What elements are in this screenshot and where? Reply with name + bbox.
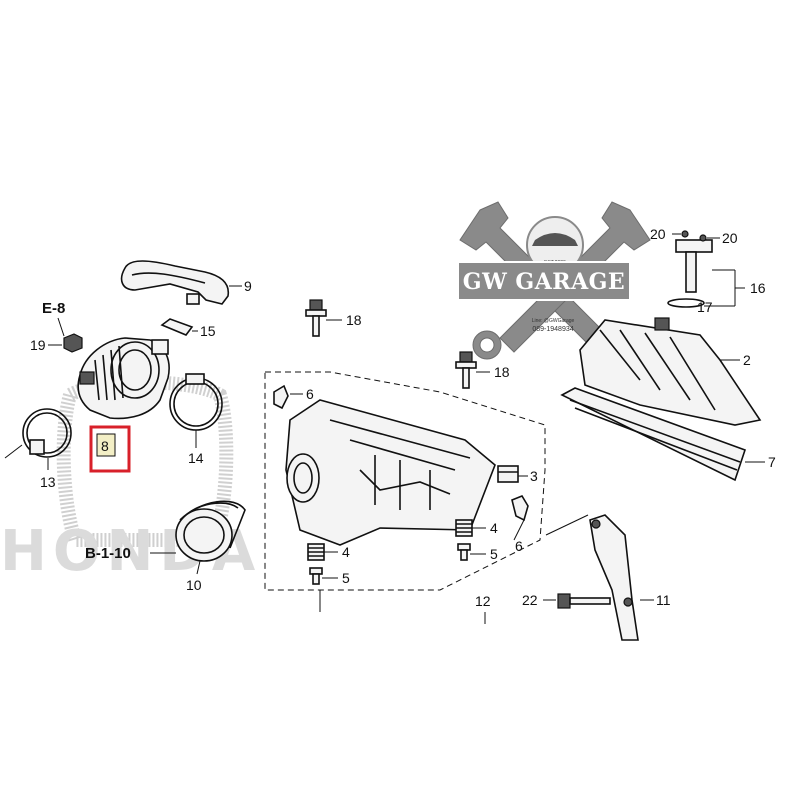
part-3-grommet: 3 [497, 465, 538, 484]
watermark-line-id: Line: @GWGarage [532, 318, 575, 324]
part-13-clamp: 13 [4, 408, 72, 490]
part-18-bolt-left: 18 [305, 299, 362, 337]
part-18-bolt-right: 18 [455, 351, 510, 389]
part-12-air-cleaner-case [285, 399, 496, 546]
watermark-banner [457, 261, 631, 301]
callout-18b: 18 [494, 364, 510, 380]
ref-b110: B-1-10 [85, 545, 131, 562]
watermark-brand: GW GARAGE [463, 269, 625, 295]
callout-22: 22 [522, 592, 538, 608]
callout-4b: 4 [490, 520, 498, 536]
part-8-intake-tube: 8 [77, 337, 170, 473]
part-19-bolt: 19 [30, 333, 83, 353]
callout-8: 8 [101, 438, 109, 454]
part-4-grommet-left: 4 [307, 543, 350, 561]
part-14-clamp: 14 [169, 373, 223, 466]
group-outline [264, 371, 546, 591]
part-6-clip-right: 6 [511, 495, 529, 554]
part-2-air-cleaner-cover: 2 [579, 317, 762, 426]
callout-3: 3 [530, 468, 538, 484]
callout-14: 14 [188, 450, 204, 466]
callout-6b: 6 [515, 538, 523, 554]
callout-6a: 6 [306, 386, 314, 402]
callout-4a: 4 [342, 544, 350, 560]
callout-19: 19 [30, 337, 46, 353]
callout-5a: 5 [342, 570, 350, 586]
callout-15: 15 [200, 323, 216, 339]
part-16-sensor: 16 [675, 239, 766, 306]
callout-5b: 5 [490, 546, 498, 562]
callout-2: 2 [743, 352, 751, 368]
callout-7: 7 [768, 454, 776, 470]
callout-12: 12 [475, 593, 491, 609]
part-5-collar-left: 5 [309, 567, 350, 586]
part-6-clip-left: 6 [273, 384, 314, 410]
part-9-resonator: 9 [120, 260, 252, 305]
callout-9: 9 [244, 278, 252, 294]
part-7-filter: 7 [560, 387, 776, 482]
ref-e8: E-8 [42, 300, 65, 317]
callout-8-tag [96, 433, 116, 457]
part-4-grommet-right: 4 [455, 519, 498, 537]
car-silhouette-icon [532, 233, 578, 246]
part-22-bolt: 22 [522, 592, 611, 609]
callout-20a: 20 [650, 226, 666, 242]
part-11-bracket: 11 [545, 514, 671, 641]
part-20-screw-right: 20 [699, 230, 738, 246]
part-15-clip: 15 [160, 318, 216, 339]
part-10-boot: 10 [175, 500, 246, 593]
callout-18a: 18 [346, 312, 362, 328]
part-20-screw-left: 20 [650, 226, 689, 242]
callout-11: 11 [656, 592, 671, 608]
callout-17: 17 [697, 299, 713, 315]
callout-13: 13 [40, 474, 56, 490]
part-17-o-ring: 17 [667, 298, 735, 315]
callout-10: 10 [186, 577, 202, 593]
callout-16: 16 [750, 280, 766, 296]
highlight-box [89, 425, 131, 473]
watermark-phone: 089-1948934 [532, 326, 573, 333]
callout-20b: 20 [722, 230, 738, 246]
part-5-collar-right: 5 [457, 543, 498, 562]
